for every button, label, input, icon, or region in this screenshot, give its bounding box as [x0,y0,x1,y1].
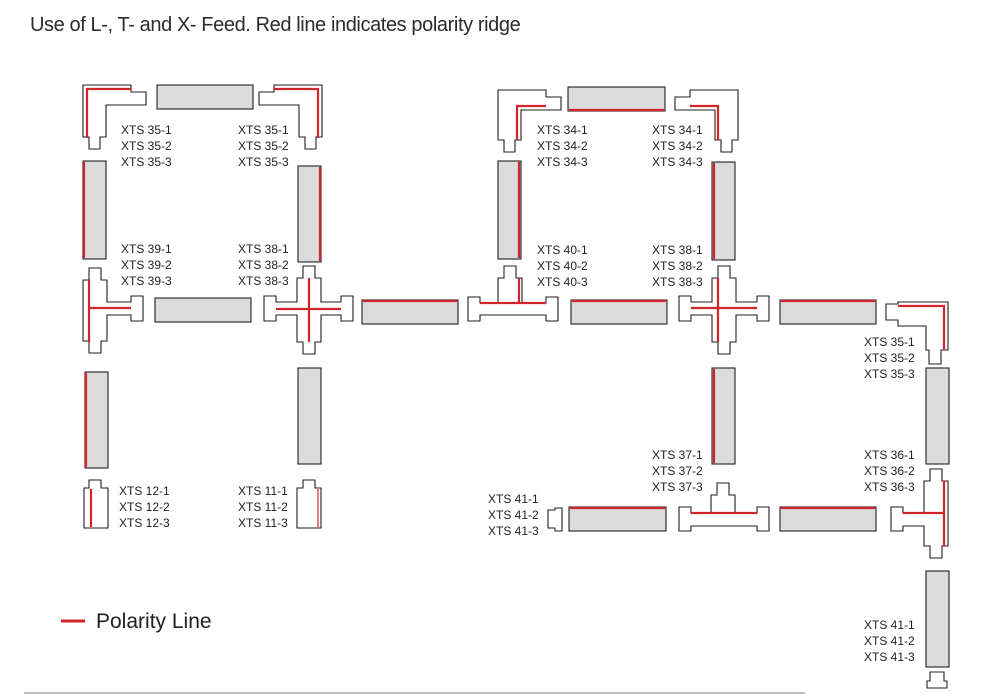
part-label: XTS 38-3 [238,274,289,288]
part-label: XTS 39-3 [121,274,172,288]
part-label: XTS 38-2 [652,259,703,273]
track-segment [82,160,107,260]
part-label: XTS 34-2 [537,139,588,153]
l-connector [885,301,949,365]
part-label: XTS 41-1 [488,492,539,506]
label-group: XTS 35-1 XTS 35-2 XTS 35-3 [121,123,172,169]
track-segment [711,367,736,465]
t-connector [678,482,770,532]
part-label: XTS 12-2 [119,500,170,514]
diagram-title: Use of L-, T- and X- Feed. Red line indi… [30,14,521,36]
part-label: XTS 35-1 [238,123,289,137]
track-segment [497,160,522,260]
part-label: XTS 35-2 [121,139,172,153]
label-group: XTS 34-1 XTS 34-2 XTS 34-3 [537,123,588,169]
label-group: XTS 39-1 XTS 39-2 XTS 39-3 [121,242,172,288]
t-connector [467,265,559,322]
part-label: XTS 34-3 [652,155,703,169]
track-segment [779,299,877,325]
part-label: XTS 38-1 [652,243,703,257]
legend: Polarity Line [61,610,212,633]
label-group: XTS 11-1 XTS 11-2 XTS 11-3 [238,484,288,530]
end-cap [926,671,948,689]
l-connector [82,84,147,150]
part-label: XTS 36-2 [864,464,915,478]
part-label: XTS 41-2 [488,508,539,522]
track-segment [361,299,459,325]
part-label: XTS 39-1 [121,242,172,256]
part-label: XTS 34-3 [537,155,588,169]
part-label: XTS 40-2 [537,259,588,273]
label-group: XTS 41-1 XTS 41-2 XTS 41-3 [864,618,915,664]
l-connector [258,84,323,150]
end-feed [296,479,322,529]
label-group: XTS 34-1 XTS 34-2 XTS 34-3 [652,123,703,169]
track-segment [156,84,254,110]
part-label: XTS 41-3 [488,524,539,538]
t-connector [82,267,144,354]
part-label: XTS 34-1 [537,123,588,137]
end-feed [83,479,109,529]
part-label: XTS 34-1 [652,123,703,137]
track-segment [711,161,736,261]
part-label: XTS 41-3 [864,650,915,664]
label-group: XTS 41-1 XTS 41-2 XTS 41-3 [488,492,539,538]
part-label: XTS 11-3 [238,516,288,530]
part-label: XTS 11-1 [238,484,288,498]
part-label: XTS 35-1 [121,123,172,137]
track-segment [568,506,667,532]
part-label: XTS 40-1 [537,243,588,257]
track-segment [925,570,950,668]
part-label: XTS 35-3 [121,155,172,169]
part-label: XTS 38-1 [238,242,289,256]
part-label: XTS 12-1 [119,484,170,498]
label-group: XTS 35-1 XTS 35-2 XTS 35-3 [864,335,915,381]
part-label: XTS 35-2 [238,139,289,153]
label-group: XTS 38-1 XTS 38-2 XTS 38-3 [238,242,289,288]
part-label: XTS 37-2 [652,464,703,478]
part-label: XTS 11-2 [238,500,288,514]
l-connector [674,89,739,153]
track-segment [154,297,252,323]
part-label: XTS 35-3 [864,367,915,381]
part-label: XTS 36-1 [864,448,915,462]
label-group: XTS 36-1 XTS 36-2 XTS 36-3 [864,448,915,494]
part-label: XTS 40-3 [537,275,588,289]
part-label: XTS 38-2 [238,258,289,272]
label-group: XTS 38-1 XTS 38-2 XTS 38-3 [652,243,703,289]
track-segment [297,165,322,263]
track-segment [570,299,668,325]
track-segment [84,371,109,469]
part-label: XTS 37-1 [652,448,703,462]
x-connector [678,265,770,355]
t-connector [890,468,949,559]
x-connector [263,265,354,355]
label-group: XTS 35-1 XTS 35-2 XTS 35-3 [238,123,289,169]
label-group: XTS 40-1 XTS 40-2 XTS 40-3 [537,243,588,289]
part-label: XTS 35-2 [864,351,915,365]
part-label: XTS 41-2 [864,634,915,648]
part-label: XTS 35-3 [238,155,289,169]
part-label: XTS 41-1 [864,618,915,632]
label-group: XTS 37-1 XTS 37-2 XTS 37-3 [652,448,703,494]
l-connector [497,89,562,153]
part-label: XTS 39-2 [121,258,172,272]
part-label: XTS 12-3 [119,516,170,530]
track-segment [925,367,950,465]
legend-label: Polarity Line [96,610,212,633]
end-cap [547,507,563,532]
part-label: XTS 35-1 [864,335,915,349]
label-group: XTS 12-1 XTS 12-2 XTS 12-3 [119,484,170,530]
part-label: XTS 37-3 [652,480,703,494]
part-label: XTS 36-3 [864,480,915,494]
track-segment [779,506,877,532]
track-segment [567,86,666,112]
part-label: XTS 38-3 [652,275,703,289]
track-segment [297,367,322,465]
part-label: XTS 34-2 [652,139,703,153]
